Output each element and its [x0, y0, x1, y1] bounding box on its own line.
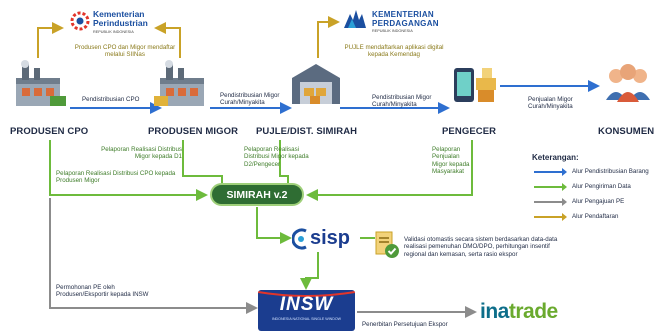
trade-sub: REPUBLIK INDONESIA	[372, 29, 413, 33]
label-pe-request: Permohonan PE oleh Produsen/Eksportir ke…	[56, 284, 149, 299]
data-arrow-simirah-sisp	[256, 207, 292, 244]
legend-item: Alur Pengajuan PE	[532, 197, 659, 207]
node-pujle: PUJLE/DIST. SIMIRAH	[256, 126, 358, 137]
label-dist-migor: Pendistribusian Migor Curah/Minyakita	[220, 92, 280, 107]
label-sales: Penjualan Migor Curah/Minyakita	[528, 96, 573, 111]
sisp-text: sisp	[310, 227, 351, 249]
legend-gray-arrow	[534, 198, 567, 206]
label-registration-industry: Produsen CPO dan Migor mendaftar melalui…	[74, 44, 176, 59]
label-report-cpo: Pelaporan Realisasi Distribusi CPO kepad…	[56, 170, 176, 185]
legend-item: Alur Pengiriman Data	[532, 182, 659, 192]
trade-logo-icon	[344, 10, 366, 28]
invoice-check-icon	[375, 231, 399, 258]
simirah-system: SIMIRAH v.2	[210, 183, 304, 206]
industry-logo-icon	[70, 11, 90, 31]
node-pengecer: PENGECER	[442, 126, 497, 137]
legend-blue-arrow	[534, 168, 567, 176]
trade-logo: KEMENTERIAN PERDAGANGAN REPUBLIK INDONES…	[342, 8, 472, 40]
industry-logo: Kementerian Perindustrian REPUBLIK INDON…	[70, 8, 180, 40]
node-produsen-migor: PRODUSEN MIGOR	[148, 126, 239, 137]
insw-subtitle: INDONESIA NATIONAL SINGLE WINDOW	[271, 317, 342, 321]
inatrade-logo: inatrade	[480, 300, 558, 324]
sisp-logo: sisp	[292, 226, 358, 252]
label-validation: Validasi otomastis secara sistem berdasa…	[404, 236, 558, 258]
insw-swoosh-icon	[258, 291, 355, 297]
data-arrow-pengecer	[306, 140, 473, 201]
factory-icon	[16, 60, 66, 106]
node-konsumen: KONSUMEN	[598, 126, 655, 137]
legend-label: Alur Pendistribusian Barang	[572, 168, 649, 175]
node-produsen-cpo: PRODUSEN CPO	[10, 126, 89, 137]
warehouse-icon	[292, 64, 340, 104]
legend-title: Keterangan:	[532, 153, 579, 162]
inatrade-text-a: ina	[480, 300, 509, 323]
industry-name: Kementerian Perindustrian	[93, 9, 148, 28]
label-registration-trade: PUJLE mendaftarkan aplikasi digital kepa…	[344, 44, 444, 59]
data-arrow-pujle	[279, 140, 289, 185]
legend-label: Alur Pengiriman Data	[572, 183, 631, 190]
label-export-approval: Penerbitan Persetujuan Ekspor	[362, 321, 448, 328]
label-dist-cpo: Pendistribusian CPO	[82, 96, 140, 103]
data-arrow-sisp-insw	[300, 252, 319, 290]
sisp-swoosh-icon	[292, 228, 307, 250]
consumers-icon	[606, 64, 650, 102]
data-arrow-cpo	[49, 140, 208, 201]
data-arrow-migor	[182, 140, 223, 185]
label-report-sales: Pelaporan Penjualan Migor kepada Masyara…	[432, 146, 470, 176]
pe-arrow-request	[49, 198, 258, 314]
legend-item: Alur Pendaftaran	[532, 212, 659, 222]
legend-label: Alur Pendaftaran	[572, 213, 619, 220]
factory-icon	[154, 60, 204, 106]
label-report-d2: Pelaporan Realisasi Distribusi Migor kep…	[244, 146, 309, 168]
mobile-store-icon	[454, 68, 496, 102]
reg-arrow-migor	[154, 22, 181, 58]
label-dist-migor-2: Pendistribusian Migor Curah/Minyakita	[372, 94, 432, 109]
legend-label: Alur Pengajuan PE	[572, 198, 625, 205]
insw-logo: INSW INDONESIA NATIONAL SINGLE WINDOW	[258, 290, 355, 331]
legend-green-arrow	[534, 183, 567, 191]
industry-sub: REPUBLIK INDONESIA	[93, 30, 134, 34]
inatrade-text-b: trade	[508, 300, 558, 323]
reg-arrow-pujle	[317, 16, 340, 58]
label-report-d1: Pelaporan Realisasi Distribus Migor kepa…	[101, 146, 182, 161]
legend-item: Alur Pendistribusian Barang	[532, 167, 659, 177]
legend-gold-arrow	[534, 213, 567, 221]
reg-arrow-cpo	[37, 22, 64, 58]
trade-name-line1: KEMENTERIAN	[372, 10, 434, 19]
trade-name-line2: PERDAGANGAN	[372, 19, 439, 28]
insw-text: INSW	[279, 294, 334, 315]
